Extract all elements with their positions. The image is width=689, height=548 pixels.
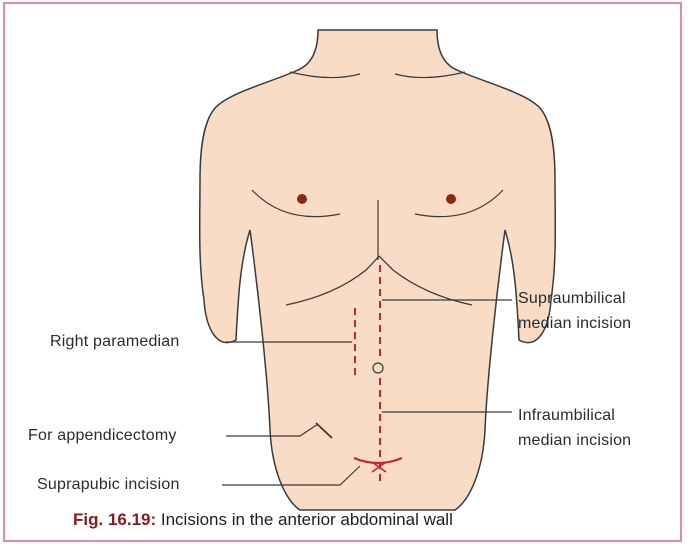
label-appendicectomy: For appendicectomy <box>28 424 177 447</box>
label-infraumbilical-2: median incision <box>518 429 631 452</box>
torso-outline <box>200 30 556 510</box>
label-right-paramedian: Right paramedian <box>50 330 180 353</box>
figure-number: Fig. 16.19: <box>73 510 156 529</box>
figure-caption-text: Incisions in the anterior abdominal wall <box>161 510 453 529</box>
figure-caption: Fig. 16.19: Incisions in the anterior ab… <box>73 510 453 530</box>
label-suprapubic: Suprapubic incision <box>37 473 180 496</box>
label-supraumbilical-1: Supraumbilical <box>518 287 626 310</box>
label-supraumbilical-2: median incision <box>518 312 631 335</box>
label-infraumbilical-1: Infraumbilical <box>518 404 615 427</box>
nipple-right <box>446 194 456 204</box>
umbilicus <box>373 363 383 373</box>
nipple-left <box>297 194 307 204</box>
